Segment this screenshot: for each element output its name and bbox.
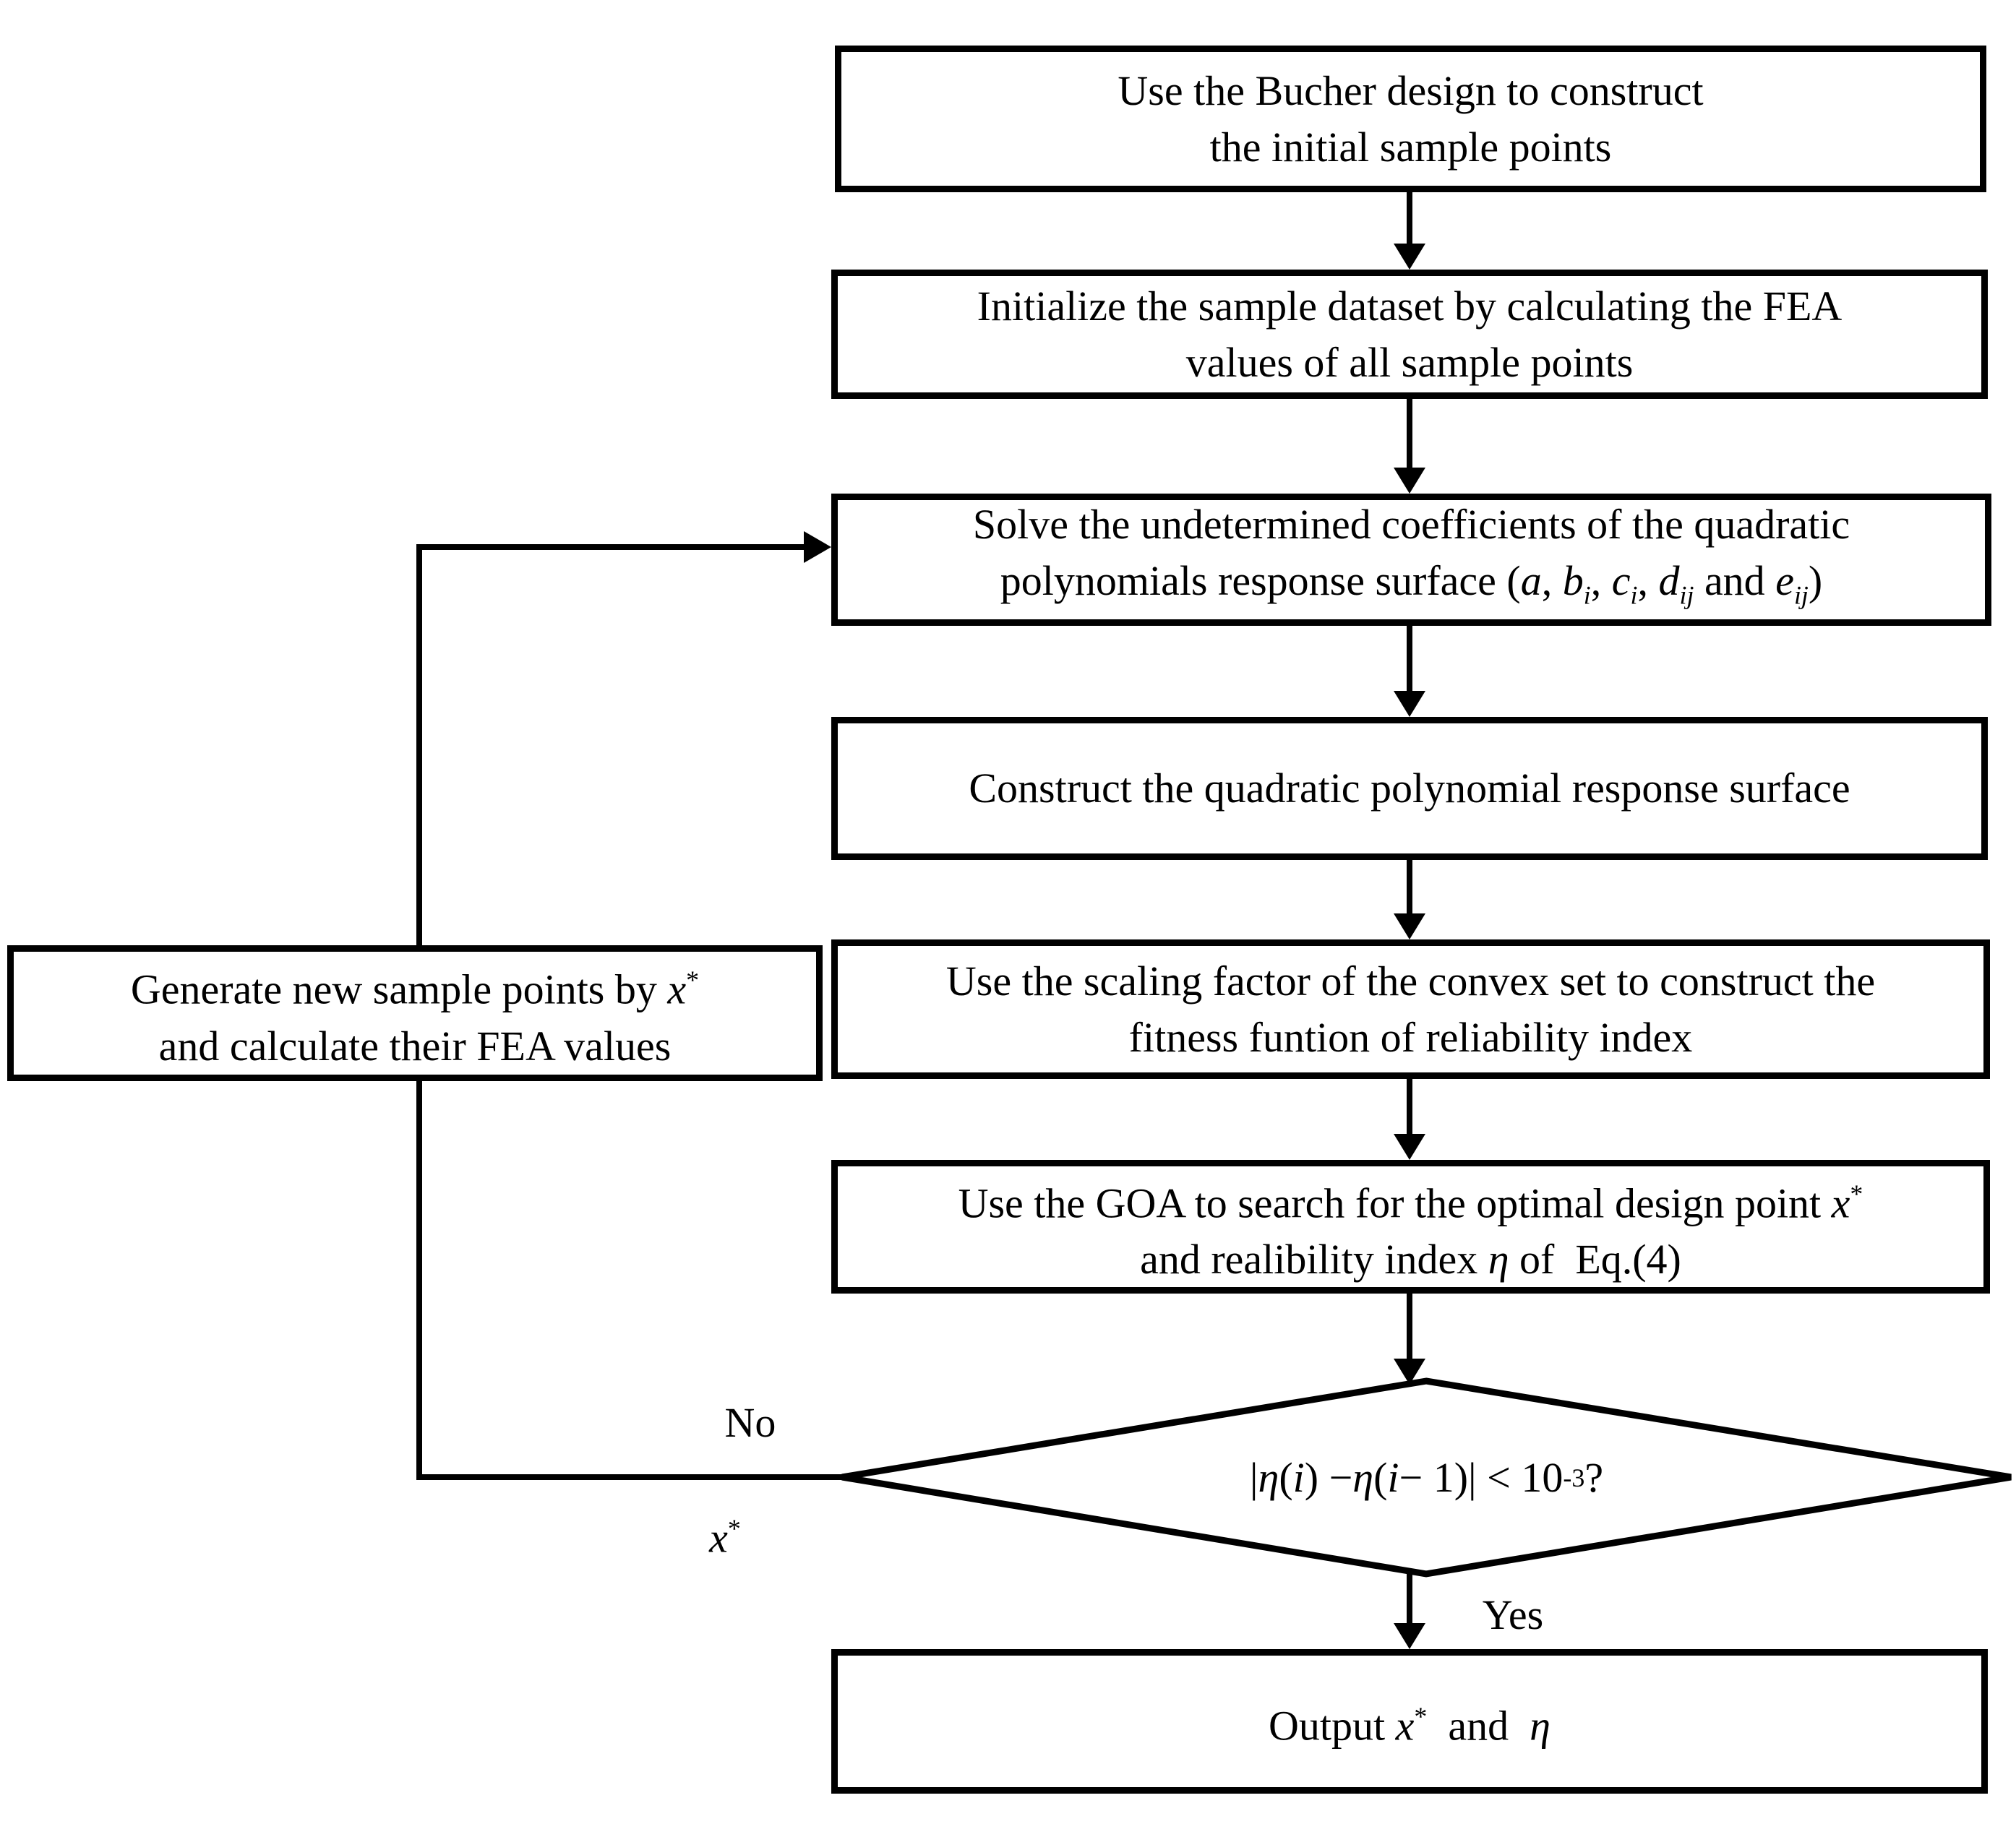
node-scaling-line1: Use the scaling factor of the convex set… xyxy=(945,957,1876,1005)
connector-solve-construct xyxy=(1407,626,1412,692)
node-initialize-line2: values of all sample points xyxy=(1185,338,1634,386)
no-branch-line xyxy=(419,1474,850,1480)
connector-construct-scaling xyxy=(1407,860,1412,915)
node-bucher-line2: the initial sample points xyxy=(1209,123,1612,171)
connector-init-solve xyxy=(1407,399,1412,469)
node-decision-diamond xyxy=(841,1377,2012,1578)
connector-scaling-goa xyxy=(1407,1079,1412,1135)
node-solve-line2: polynomials response surface (a, bi, ci,… xyxy=(1000,556,1823,610)
arrowhead-down-icon xyxy=(1394,1134,1425,1160)
label-xstar: x* xyxy=(709,1514,741,1562)
node-scaling-line2: fitness funtion of reliability index xyxy=(1128,1013,1693,1061)
node-solve-line1: Solve the undetermined coefficients of t… xyxy=(972,500,1850,548)
node-construct-line1: Construct the quadratic polynomial respo… xyxy=(969,765,1850,812)
arrowhead-down-icon xyxy=(1394,244,1425,270)
node-scaling-factor: Use the scaling factor of the convex set… xyxy=(831,939,1990,1079)
connector-bucher-init xyxy=(1407,192,1412,245)
node-solve-coefficients: Solve the undetermined coefficients of t… xyxy=(831,494,1991,626)
connector-yes-output xyxy=(1407,1570,1412,1625)
node-initialize-dataset: Initialize the sample dataset by calcula… xyxy=(831,270,1988,399)
arrowhead-down-icon xyxy=(1394,1623,1425,1649)
arrowhead-right-icon xyxy=(804,531,831,563)
decision-diamond-shape xyxy=(841,1377,2012,1578)
node-generate-line1: Generate new sample points by x* xyxy=(130,965,700,1013)
node-goa-search: Use the GOA to search for the optimal de… xyxy=(831,1160,1990,1294)
node-bucher-design: Use the Bucher design to construct the i… xyxy=(835,46,1986,192)
feedback-line-return xyxy=(416,544,805,550)
arrowhead-down-icon xyxy=(1394,913,1425,939)
decision-condition: |η(i) − η(i − 1)| < 10-3 ? xyxy=(1249,1454,1604,1501)
connector-goa-decision xyxy=(1407,1294,1412,1360)
node-bucher-line1: Use the Bucher design to construct xyxy=(1118,66,1704,114)
node-generate-samples: Generate new sample points by x* and cal… xyxy=(7,945,823,1081)
arrowhead-down-icon xyxy=(1394,468,1425,494)
arrowhead-down-icon xyxy=(1394,691,1425,717)
label-yes: Yes xyxy=(1482,1591,1544,1638)
node-goa-line2: and realibility index η of Eq.(4) xyxy=(1140,1236,1681,1283)
node-initialize-line1: Initialize the sample dataset by calcula… xyxy=(977,282,1843,330)
node-output: Output x* and η xyxy=(831,1649,1988,1794)
node-generate-line2: and calculate their FEA values xyxy=(158,1022,672,1070)
node-output-line1: Output x* and η xyxy=(1269,1702,1550,1750)
node-construct-surface: Construct the quadratic polynomial respo… xyxy=(831,717,1988,860)
node-goa-line1: Use the GOA to search for the optimal de… xyxy=(958,1179,1863,1227)
label-no: No xyxy=(724,1399,776,1446)
